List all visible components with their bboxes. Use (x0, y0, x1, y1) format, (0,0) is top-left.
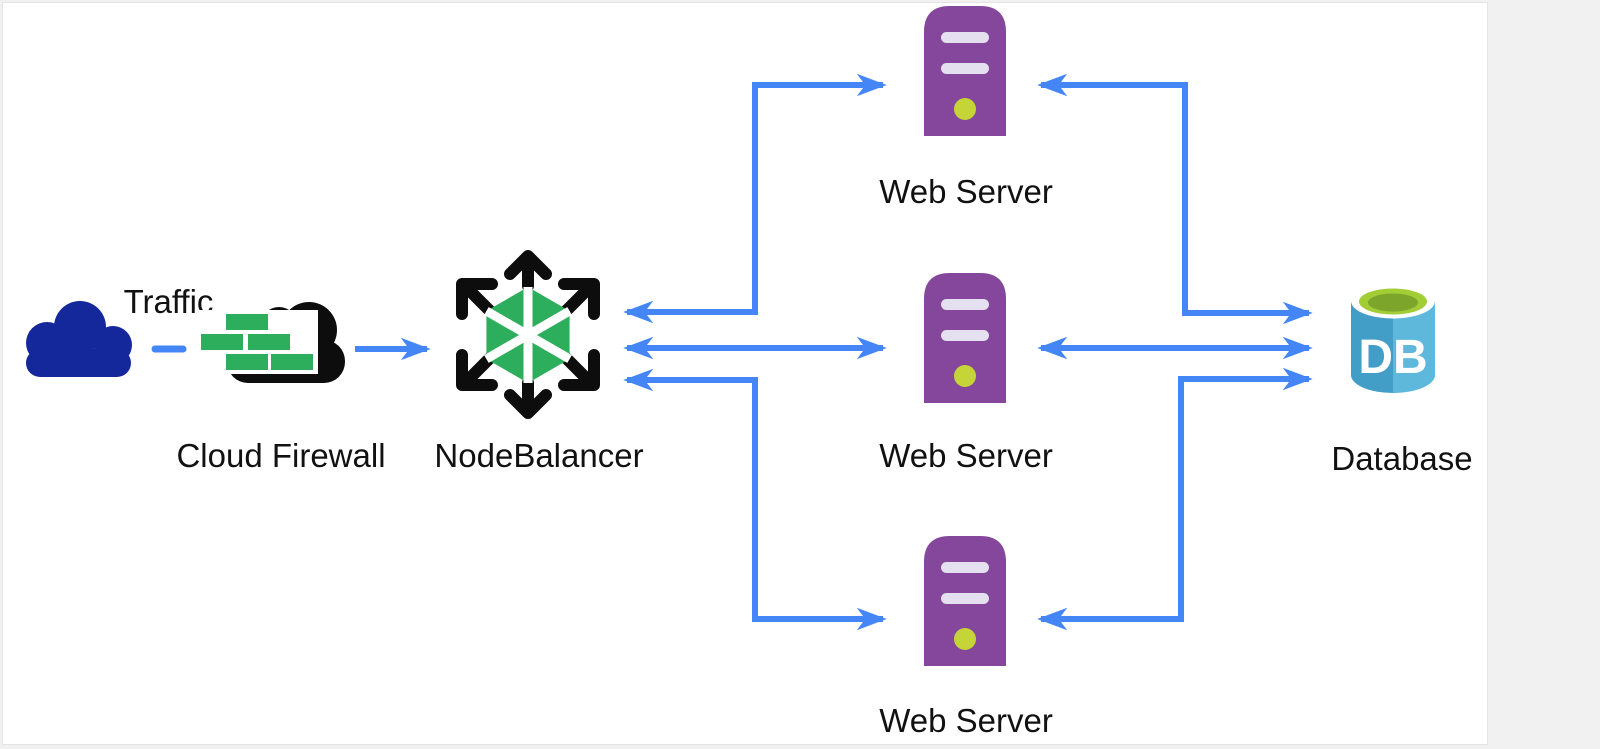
nodebalancer-hexagon-icon (456, 250, 600, 419)
webserver-middle-label: Web Server (879, 437, 1053, 474)
database-label: Database (1331, 440, 1473, 477)
server-tower-icon (924, 536, 1006, 666)
database-icon-text: DB (1358, 331, 1427, 384)
firewall-label: Cloud Firewall (176, 437, 386, 474)
server-tower-icon (924, 273, 1006, 403)
edge-webserver-bottom-database (1037, 367, 1313, 631)
edge-nodebalancer-webserver-top (623, 73, 887, 324)
cloud-icon (26, 301, 132, 377)
edge-nodebalancer-webserver-bottom (623, 368, 887, 631)
edge-webserver-top-database (1037, 73, 1313, 325)
webserver-bottom-label: Web Server (879, 702, 1053, 739)
nodebalancer-label: NodeBalancer (434, 437, 644, 474)
database-cylinder-icon: DB (1351, 283, 1435, 393)
diagram-canvas: Traffic Cloud Firewall (2, 2, 1488, 745)
server-tower-icon (924, 6, 1006, 136)
webserver-top-label: Web Server (879, 173, 1053, 210)
firewall-brick-cloud-icon (197, 302, 345, 383)
connector-layer (151, 73, 1313, 631)
